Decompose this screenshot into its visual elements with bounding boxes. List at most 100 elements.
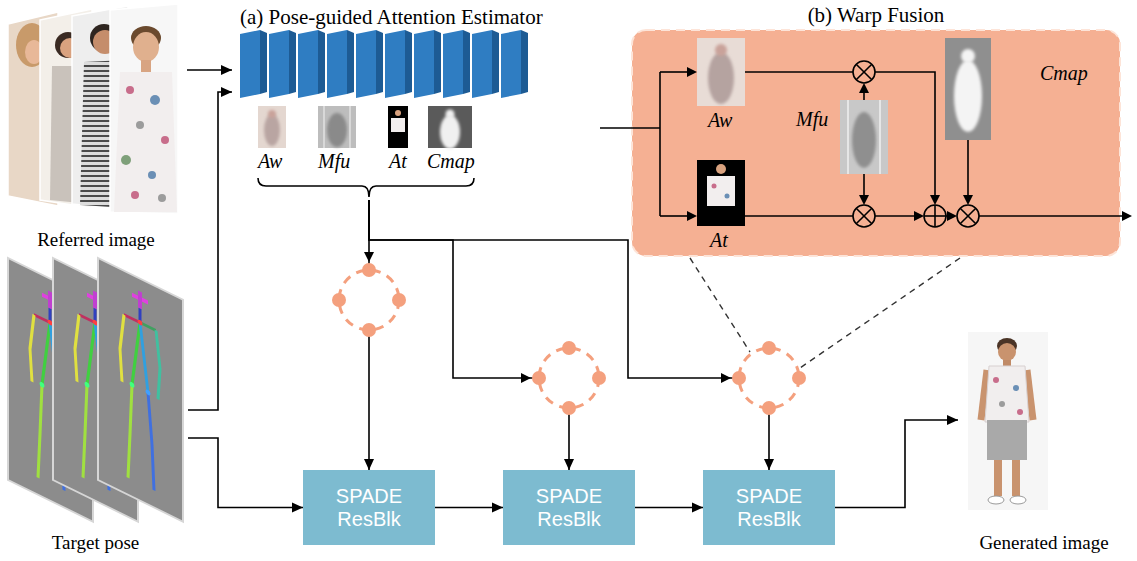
warp-fusion-panel	[840, 100, 888, 174]
warp-fusion-panel	[856, 64, 872, 80]
fusion-ring	[739, 348, 799, 408]
zoom-leader	[690, 258, 750, 352]
warp-fusion-panel	[600, 30, 1132, 256]
conv-stack	[356, 30, 383, 98]
arrowhead	[292, 503, 303, 513]
output-thumbnails	[440, 115, 460, 149]
conv-stack	[240, 30, 267, 98]
connector-line	[188, 438, 303, 508]
reference-photos	[114, 72, 177, 212]
generated-photo	[1012, 460, 1020, 496]
warp-fusion-panel	[979, 215, 1123, 217]
label-anchor: Cmap	[1040, 62, 1088, 85]
pose-maps	[8, 258, 183, 522]
reference-photos	[131, 191, 139, 199]
warp-fusion-panel	[1122, 211, 1132, 221]
output-thumbnails	[318, 106, 356, 148]
output-thumbnails	[264, 114, 280, 146]
warp-fusion-panel	[856, 208, 872, 224]
warp-fusion-panel	[934, 205, 936, 227]
fusion-ring	[592, 371, 606, 385]
generated-photo	[993, 377, 999, 383]
warp-fusion-block: (b) Warp Fusion	[632, 3, 1120, 256]
fusion-ring	[332, 293, 346, 307]
warp-fusion-panel	[957, 205, 979, 227]
warp-fusion-panel	[687, 211, 697, 221]
fusion-ring	[362, 323, 376, 337]
box-label: SPADE ResBlk	[529, 485, 609, 531]
generated-photo	[968, 332, 1048, 510]
generated-photo	[998, 343, 1016, 361]
warp-fusion-panel	[660, 71, 688, 73]
conv-stack	[385, 30, 412, 98]
conv-stack	[501, 30, 528, 98]
process-box: SPADE ResBlk	[703, 470, 835, 545]
arrowhead	[692, 503, 703, 513]
connector	[635, 503, 703, 513]
output-thumbnails	[395, 110, 401, 116]
warp-fusion-panel	[963, 195, 973, 205]
warp-fusion-panel	[960, 208, 976, 224]
warp-fusion-panel	[859, 195, 869, 205]
warp-fusion-panel	[875, 72, 935, 196]
connector	[188, 438, 303, 513]
fusion-ring	[539, 348, 599, 408]
warp-fusion-panel	[600, 61, 1123, 227]
arrowhead	[364, 459, 374, 470]
output-thumbnails	[428, 106, 472, 148]
warp-fusion-panel	[632, 30, 1120, 256]
reference-photos	[158, 194, 166, 202]
reference-photos	[150, 95, 160, 105]
process-box: SPADE ResBlk	[303, 470, 435, 545]
brace	[258, 178, 474, 197]
output-thumbnails	[323, 106, 325, 148]
map-label: Mfu	[796, 108, 828, 130]
fusion-ring	[339, 270, 399, 330]
warp-fusion-panel	[847, 100, 849, 174]
arrowhead	[947, 415, 958, 425]
warp-fusion-panel	[600, 127, 660, 129]
map-label: Aw	[708, 109, 732, 131]
warp-fusion-panel	[712, 184, 717, 189]
connector	[435, 503, 503, 513]
warp-fusion-panel	[875, 215, 915, 217]
arrowhead	[492, 503, 503, 513]
warp-fusion-panel	[745, 71, 853, 73]
generated-photo	[968, 332, 1048, 510]
reference-photos	[121, 155, 131, 165]
warp-fusion-panel	[879, 100, 881, 174]
warp-fusion-panel	[947, 211, 957, 221]
connector-line	[188, 92, 232, 410]
output-thumbnails	[258, 106, 286, 148]
output-thumbnails	[446, 110, 455, 119]
fusion-ring	[721, 341, 806, 415]
map-label: Aw	[258, 150, 282, 172]
warp-fusion-panel	[708, 52, 734, 104]
output-thumbnails	[327, 113, 347, 147]
label-anchor: At	[389, 150, 407, 173]
fusion-ring	[392, 293, 406, 307]
generated-photo	[987, 420, 1027, 460]
label-anchor: Mfu	[796, 108, 828, 131]
generated-photo	[1010, 496, 1026, 504]
warp-fusion-panel	[863, 174, 865, 196]
warp-fusion-panel	[859, 83, 869, 93]
warp-fusion-panel	[716, 164, 726, 174]
conv-stack	[327, 30, 354, 98]
conv-stack	[443, 30, 470, 98]
reference-photos	[8, 4, 178, 214]
fusion-ring	[362, 263, 376, 277]
image-caption: Referred image	[37, 229, 155, 252]
warp-fusion-panel	[853, 61, 875, 83]
label-anchor: Aw	[708, 109, 732, 132]
warp-fusion-panel	[954, 60, 982, 132]
output-thumbnails	[268, 110, 276, 118]
warp-fusion-panel	[697, 160, 745, 226]
warp-fusion-panel	[707, 176, 735, 206]
box-label: SPADE ResBlk	[329, 485, 409, 531]
warp-fusion-panel	[687, 67, 1132, 221]
output-thumbnails	[388, 106, 408, 148]
label-anchor: Aw	[258, 150, 282, 173]
reference-photos	[136, 121, 144, 129]
output-thumbnails	[349, 106, 351, 148]
